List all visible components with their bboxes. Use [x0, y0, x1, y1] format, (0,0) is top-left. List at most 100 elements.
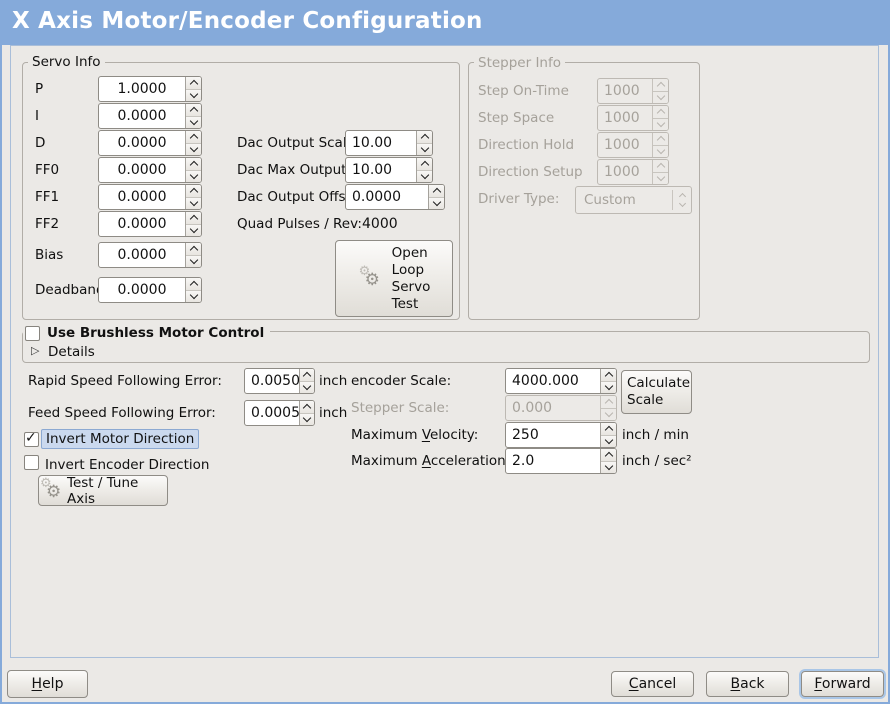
- rapid-following-error-value[interactable]: 0.0050: [251, 373, 299, 389]
- deadband-spin-buttons[interactable]: [185, 278, 201, 302]
- dac-max-output-spin-buttons[interactable]: [416, 158, 432, 182]
- spin-down-icon[interactable]: [601, 380, 616, 393]
- expander-arrow-icon[interactable]: ▷: [31, 344, 40, 357]
- cancel-button[interactable]: Cancel: [611, 671, 694, 697]
- spin-down-icon[interactable]: [186, 254, 201, 267]
- bias-spin-buttons[interactable]: [185, 243, 201, 267]
- bias-spinbox[interactable]: 0.0000: [98, 242, 202, 268]
- feed-following-error-spinbox[interactable]: 0.0005: [244, 400, 315, 426]
- chevron-up-icon: [656, 136, 665, 145]
- p-spinbox[interactable]: 1.0000: [98, 76, 202, 102]
- spin-down-icon[interactable]: [417, 142, 432, 155]
- d-spinbox[interactable]: 0.0000: [98, 130, 202, 156]
- invert-encoder-direction-label[interactable]: Invert Encoder Direction: [45, 457, 210, 473]
- spin-up-icon[interactable]: [186, 104, 201, 116]
- test-tune-axis-button[interactable]: ⚙⚙ Test / Tune Axis: [38, 475, 168, 507]
- spin-down-icon[interactable]: [186, 289, 201, 302]
- spin-down-icon[interactable]: [601, 434, 616, 447]
- i-spin-buttons[interactable]: [185, 104, 201, 128]
- ff0-spinbox[interactable]: 0.0000: [98, 157, 202, 183]
- max-acceleration-spin-buttons[interactable]: [600, 449, 616, 473]
- encoder-scale-spinbox[interactable]: 4000.000: [505, 368, 617, 394]
- spin-up-icon[interactable]: [186, 243, 201, 255]
- ff2-spinbox[interactable]: 0.0000: [98, 211, 202, 237]
- use-brushless-motor-checkbox[interactable]: Use Brushless Motor Control: [23, 324, 271, 342]
- ff0-spin-buttons[interactable]: [185, 158, 201, 182]
- encoder-scale-spin-buttons[interactable]: [600, 369, 616, 393]
- spin-down-icon[interactable]: [429, 196, 444, 209]
- invert-encoder-direction-checkbox[interactable]: [24, 455, 39, 470]
- checkbox-unchecked-icon[interactable]: [25, 325, 40, 341]
- d-spin-buttons[interactable]: [185, 131, 201, 155]
- spin-up-icon[interactable]: [417, 131, 432, 143]
- spin-up-icon[interactable]: [601, 449, 616, 461]
- spin-down-icon[interactable]: [300, 380, 314, 393]
- spin-down-icon[interactable]: [186, 169, 201, 182]
- invert-motor-direction-checkbox[interactable]: ✓: [24, 430, 39, 447]
- calculate-scale-button[interactable]: Calculate Scale: [621, 370, 692, 414]
- spin-up-icon[interactable]: [186, 131, 201, 143]
- dac-output-offset-spinbox[interactable]: 0.0000: [345, 184, 445, 210]
- rapid-following-error-spinbox[interactable]: 0.0050: [244, 368, 315, 394]
- use-brushless-motor-label: Use Brushless Motor Control: [47, 325, 265, 341]
- spin-up-icon[interactable]: [300, 369, 314, 381]
- spin-up-icon[interactable]: [186, 77, 201, 89]
- dac-max-output-spinbox[interactable]: 10.00: [345, 157, 433, 183]
- encoder-scale-value[interactable]: 4000.000: [512, 373, 579, 389]
- details-expander[interactable]: Details: [48, 344, 95, 360]
- forward-button[interactable]: Forward: [801, 671, 884, 697]
- dac-output-scale-value[interactable]: 10.00: [352, 135, 393, 151]
- spin-down-icon[interactable]: [417, 169, 432, 182]
- dac-max-output-value[interactable]: 10.00: [352, 162, 393, 178]
- ff1-value[interactable]: 0.0000: [117, 189, 167, 205]
- feed-spin-buttons[interactable]: [299, 401, 314, 425]
- spin-down-icon[interactable]: [186, 88, 201, 101]
- chevron-up-icon: [189, 188, 198, 197]
- ff0-value[interactable]: 0.0000: [117, 162, 167, 178]
- spin-down-icon[interactable]: [186, 223, 201, 236]
- spin-down-icon[interactable]: [300, 412, 314, 425]
- invert-motor-direction-label[interactable]: Invert Motor Direction: [41, 429, 200, 449]
- ff1-spin-buttons[interactable]: [185, 185, 201, 209]
- max-velocity-value[interactable]: 250: [512, 427, 539, 443]
- spin-up-icon[interactable]: [601, 423, 616, 435]
- ff2-spin-buttons[interactable]: [185, 212, 201, 236]
- spin-down-icon[interactable]: [601, 460, 616, 473]
- rapid-spin-buttons[interactable]: [299, 369, 314, 393]
- dac-output-scale-spinbox[interactable]: 10.00: [345, 130, 433, 156]
- spin-down-icon[interactable]: [186, 196, 201, 209]
- help-button[interactable]: Help: [7, 670, 88, 698]
- feed-following-error-value[interactable]: 0.0005: [251, 405, 299, 421]
- max-velocity-spinbox[interactable]: 250: [505, 422, 617, 448]
- max-acceleration-spinbox[interactable]: 2.0: [505, 448, 617, 474]
- deadband-spinbox[interactable]: 0.0000: [98, 277, 202, 303]
- ff2-value[interactable]: 0.0000: [117, 216, 167, 232]
- dac-output-offset-value[interactable]: 0.0000: [352, 189, 401, 205]
- dac-output-offset-spin-buttons[interactable]: [428, 185, 444, 209]
- help-label: Help: [31, 676, 64, 692]
- spin-up-icon[interactable]: [429, 185, 444, 197]
- bias-value[interactable]: 0.0000: [117, 247, 167, 263]
- p-value[interactable]: 1.0000: [117, 81, 167, 97]
- spin-down-icon[interactable]: [186, 142, 201, 155]
- spin-up-icon[interactable]: [417, 158, 432, 170]
- p-spin-buttons[interactable]: [185, 77, 201, 101]
- i-spinbox[interactable]: 0.0000: [98, 103, 202, 129]
- ff1-spinbox[interactable]: 0.0000: [98, 184, 202, 210]
- spin-up-icon[interactable]: [601, 369, 616, 381]
- max-velocity-spin-buttons[interactable]: [600, 423, 616, 447]
- open-loop-servo-test-button[interactable]: ⚙⚙ Open Loop Servo Test: [335, 240, 453, 317]
- max-acceleration-value[interactable]: 2.0: [512, 453, 535, 469]
- spin-up-icon[interactable]: [186, 278, 201, 290]
- back-button[interactable]: Back: [706, 671, 789, 697]
- deadband-value[interactable]: 0.0000: [117, 282, 167, 298]
- d-value[interactable]: 0.0000: [117, 135, 167, 151]
- dac-output-scale-spin-buttons[interactable]: [416, 131, 432, 155]
- i-value[interactable]: 0.0000: [117, 108, 167, 124]
- spin-up-icon[interactable]: [186, 158, 201, 170]
- spin-up-icon[interactable]: [300, 401, 314, 413]
- max-acceleration-unit: inch / sec²: [622, 453, 692, 469]
- spin-up-icon[interactable]: [186, 212, 201, 224]
- spin-up-icon[interactable]: [186, 185, 201, 197]
- spin-down-icon[interactable]: [186, 115, 201, 128]
